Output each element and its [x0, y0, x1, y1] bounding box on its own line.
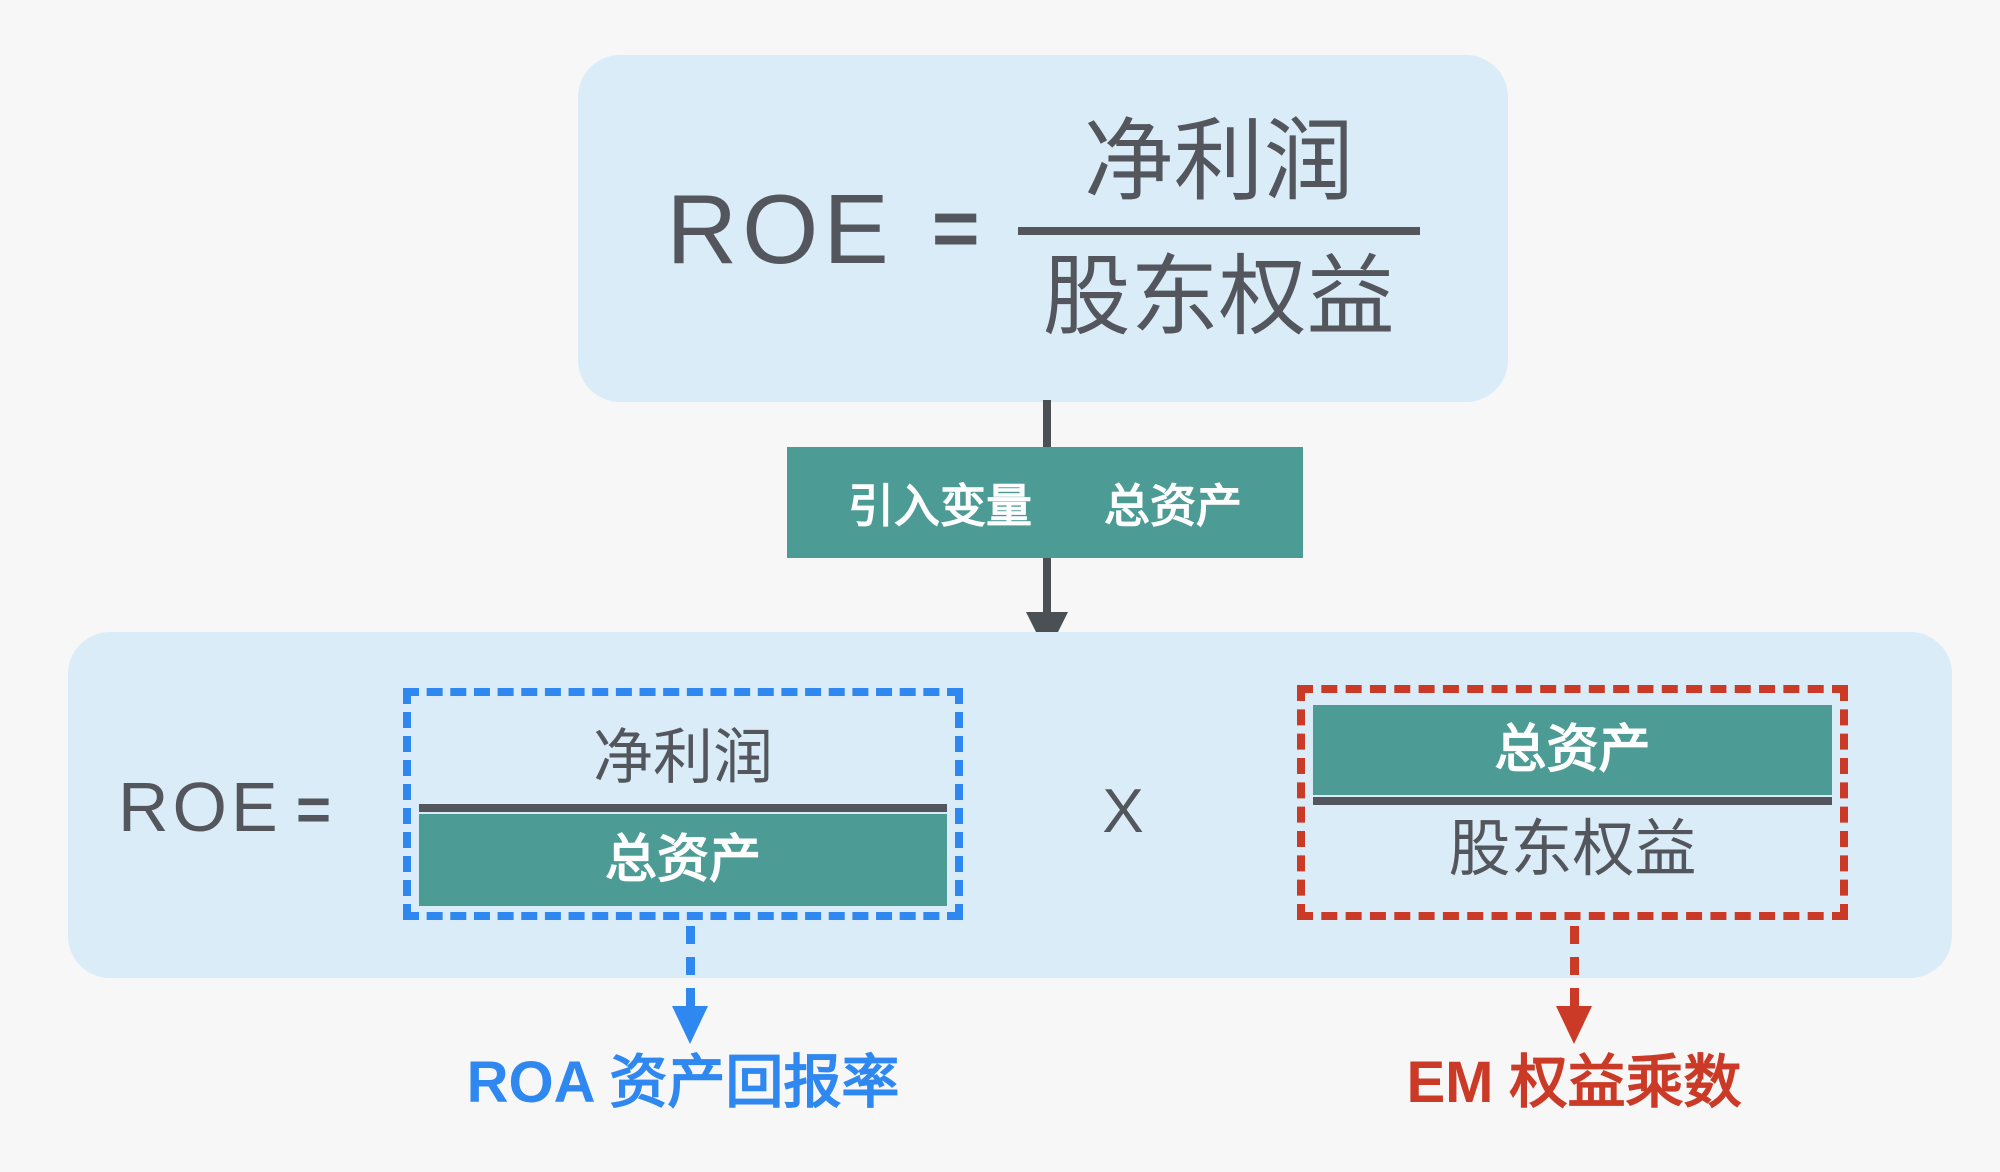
- introduce-variable-label: 引入变量: [848, 479, 1032, 532]
- em-fraction-bar: [1313, 797, 1832, 805]
- em-pointer-dashed-line-icon: [1570, 926, 1579, 1006]
- roa-numerator: 净利润: [593, 724, 773, 791]
- equals-sign-bottom: =: [296, 776, 332, 843]
- roa-denominator-cell: 总资产: [419, 814, 947, 906]
- roe-definition-panel: ROE = 净利润 股东权益: [578, 55, 1508, 402]
- roa-term-outline: 净利润 总资产: [403, 688, 963, 920]
- fraction-numerator: 净利润: [1083, 111, 1354, 212]
- roa-pointer-arrowhead-icon: [672, 1006, 708, 1044]
- roa-pointer-dashed-line-icon: [686, 926, 695, 1006]
- equals-sign: =: [931, 182, 980, 274]
- em-term-outline: 总资产 股东权益: [1297, 685, 1848, 920]
- em-denominator: 股东权益: [1448, 815, 1697, 884]
- fraction-denominator: 股东权益: [1042, 246, 1395, 346]
- roe-fraction: 净利润 股东权益: [1017, 111, 1420, 346]
- roa-denominator: 总资产: [604, 831, 761, 889]
- roa-fraction-bar: [419, 804, 947, 812]
- em-caption: EM 权益乘数: [1406, 1050, 1742, 1115]
- em-pointer-arrowhead-icon: [1556, 1006, 1592, 1044]
- roa-caption: ROA 资产回报率: [466, 1050, 900, 1115]
- introduced-variable-label: 总资产: [1104, 479, 1242, 532]
- roe-label: ROE: [666, 173, 894, 284]
- em-numerator-cell: 总资产: [1313, 705, 1832, 795]
- em-numerator: 总资产: [1494, 721, 1651, 779]
- fraction-bar: [1017, 226, 1420, 235]
- multiply-sign: X: [1102, 777, 1144, 846]
- roe-label-bottom: ROE: [118, 768, 282, 846]
- introduce-variable-banner: 引入变量 总资产: [787, 447, 1303, 558]
